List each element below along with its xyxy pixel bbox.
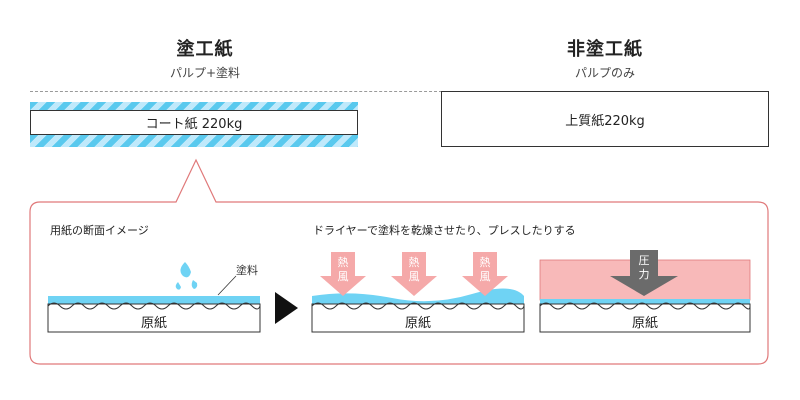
coated-paper-sheet: コート紙 220kg	[30, 102, 358, 147]
coated-paper-label: コート紙 220kg	[30, 110, 358, 135]
cross-section-title: 用紙の断面イメージ	[50, 224, 149, 237]
base-paper-rect	[47, 303, 261, 333]
uncoated-paper-subtitle: パルプのみ	[574, 66, 635, 80]
heat-arrow-text: 熱風	[479, 256, 491, 283]
coated-paper-title: 塗工紙	[176, 39, 234, 60]
coating-layer	[48, 296, 260, 306]
uncoated-paper-title: 非塗工紙	[567, 39, 643, 60]
process-arrow-icon	[275, 292, 298, 324]
coated-paper-subtitle: パルプ+塗料	[169, 66, 241, 80]
coating-droplet-small-icon	[175, 282, 181, 290]
base-paper-wave	[47, 302, 261, 310]
coating-label: 塗料	[236, 264, 258, 277]
coating-layer-bottom	[30, 135, 358, 147]
base-paper-wave	[539, 302, 751, 310]
heat-arrow-icon	[320, 252, 366, 296]
coating-droplet-small-icon	[191, 280, 198, 289]
pressure-arrow-text: 圧力	[638, 254, 650, 281]
base-paper-wave	[311, 302, 525, 310]
heat-arrow-icon	[462, 252, 508, 296]
drying-coating-layer	[312, 288, 524, 304]
base-paper-label: 原紙	[140, 316, 167, 331]
heat-arrow-icon	[391, 252, 437, 296]
pressed-coating-layer	[540, 299, 750, 305]
coating-layer-top	[30, 102, 358, 110]
pressure-arrow-icon	[610, 250, 678, 296]
process-title: ドライヤーで塗料を乾燥させたり、プレスしたりする	[313, 224, 576, 237]
base-paper-rect	[539, 303, 751, 333]
coating-droplet-icon	[180, 262, 191, 278]
coating-pointer-line	[217, 275, 237, 296]
heat-arrow-text: 熱風	[337, 256, 349, 283]
uncoated-paper-sheet: 上質紙220kg	[441, 91, 769, 147]
heat-arrow-text: 熱風	[408, 256, 420, 283]
section-divider-line	[30, 91, 442, 92]
base-paper-label: 原紙	[404, 316, 431, 331]
base-paper-label: 原紙	[631, 316, 658, 331]
